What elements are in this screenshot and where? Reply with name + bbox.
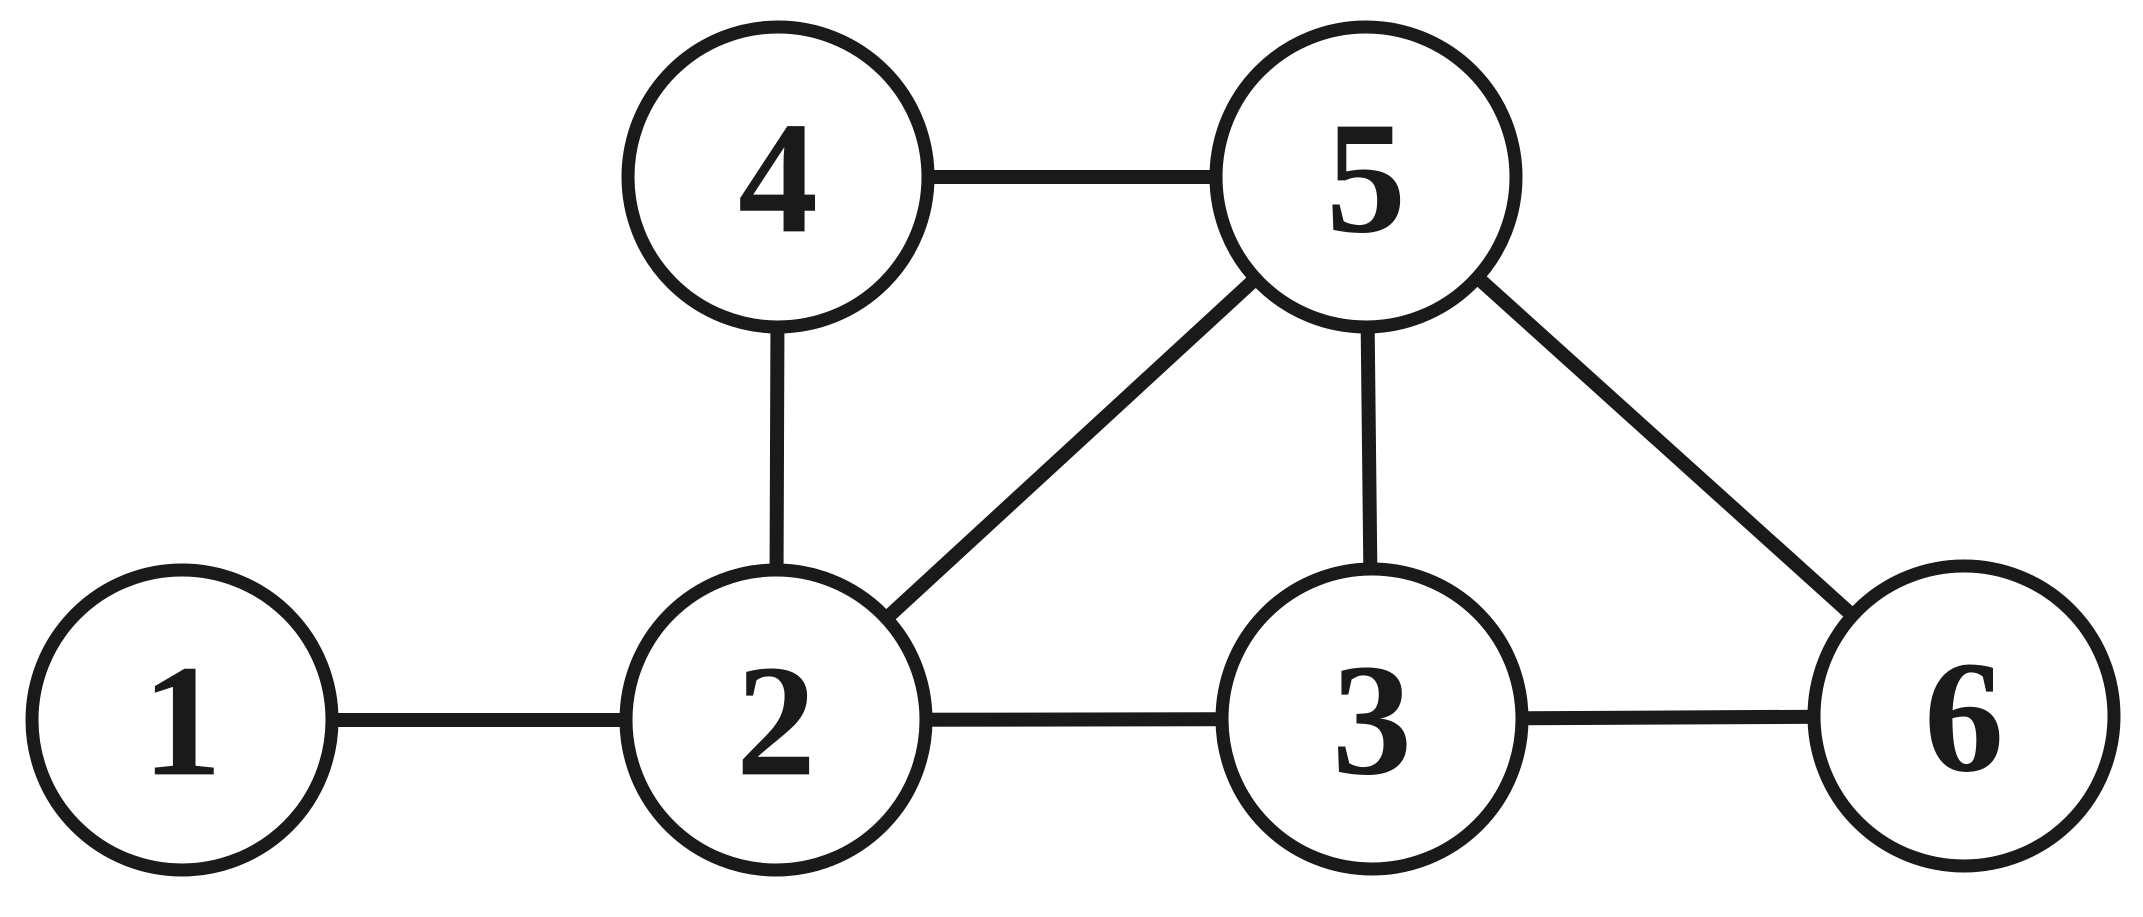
node-label-1: 1 — [142, 631, 222, 809]
node-circle-4 — [621, 20, 935, 334]
node-circle-3 — [1215, 562, 1529, 876]
node-6: 6 — [1807, 559, 2121, 873]
node-3: 3 — [1215, 562, 1529, 876]
node-label-6: 6 — [1924, 627, 2004, 805]
node-label-2: 2 — [736, 631, 816, 809]
nodes-layer: 1 2 3 4 5 6 — [25, 20, 2121, 877]
node-label-3: 3 — [1332, 630, 1412, 808]
node-circle-6 — [1807, 559, 2121, 873]
node-label-5: 5 — [1326, 88, 1406, 266]
node-1: 1 — [25, 563, 339, 877]
node-label-4: 4 — [738, 88, 818, 266]
node-circle-5 — [1209, 20, 1523, 334]
node-4: 4 — [621, 20, 935, 334]
edges-layer — [182, 170, 1969, 727]
node-circle-1 — [25, 563, 339, 877]
node-2: 2 — [619, 563, 933, 877]
node-5: 5 — [1209, 20, 1523, 334]
node-circle-2 — [619, 563, 933, 877]
